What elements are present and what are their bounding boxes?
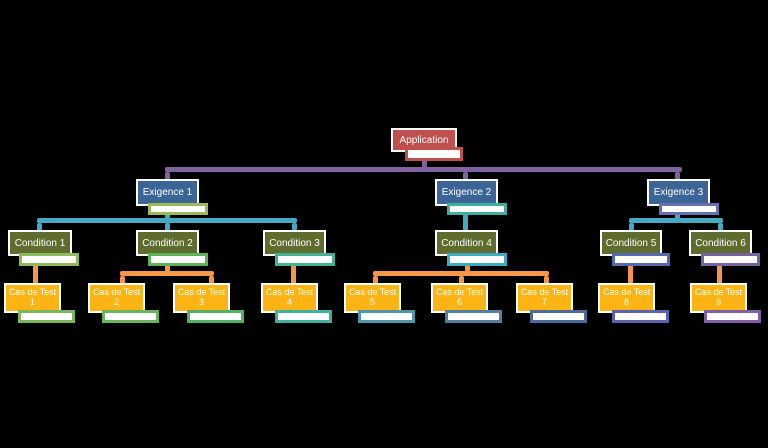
application-children-connector [422, 159, 427, 168]
node-cas-de-test-6-label: Cas de Test [435, 287, 484, 298]
condition-children-connector [459, 276, 464, 284]
application-children-connector [165, 172, 170, 180]
node-exigence-3-label: Exigence 3 [653, 187, 704, 198]
condition-children-connector [465, 264, 470, 272]
node-cas-de-test-9-number: 9 [715, 297, 721, 307]
condition-children-connector [544, 276, 549, 284]
node-cas-de-test-6-subbar [445, 310, 502, 323]
node-cas-de-test-9-label: Cas de Test [694, 287, 743, 298]
node-application-subbar [405, 147, 463, 161]
node-cas-de-test-1-label: Cas de Test [8, 287, 57, 298]
node-cas-de-test-4-number: 4 [286, 297, 292, 307]
exigence-children-connector [292, 223, 297, 231]
node-condition-3-subbar [275, 253, 335, 266]
node-cas-de-test-3-number: 3 [198, 297, 204, 307]
node-exigence-2-label: Exigence 2 [441, 187, 492, 198]
condition-children-connector [717, 264, 722, 284]
node-condition-4-subbar [447, 253, 507, 266]
application-children-connector [675, 172, 680, 180]
node-cas-de-test-1-subbar [18, 310, 75, 323]
node-cas-de-test-2-label: Cas de Test [92, 287, 141, 298]
node-exigence-1-subbar [148, 203, 208, 215]
node-cas-de-test-3-subbar [187, 310, 244, 323]
node-cas-de-test-8-label: Cas de Test [602, 287, 651, 298]
node-cas-de-test-4-subbar [275, 310, 332, 323]
node-condition-6-subbar [701, 253, 760, 266]
node-condition-6-label: Condition 6 [695, 237, 746, 249]
condition-children-connector [33, 264, 38, 284]
condition-children-connector [628, 264, 633, 284]
condition-children-connector [120, 271, 214, 276]
node-condition-1-label: Condition 1 [14, 237, 66, 249]
node-condition-1-box[interactable]: Condition 1 [8, 230, 72, 256]
node-cas-de-test-7-label: Cas de Test [520, 287, 569, 298]
node-application-label: Application [399, 134, 449, 146]
node-cas-de-test-5-subbar [358, 310, 415, 323]
node-condition-3-label: Condition 3 [269, 237, 320, 249]
exigence-children-connector [165, 223, 170, 231]
node-cas-de-test-7-number: 7 [541, 297, 547, 307]
node-cas-de-test-6-number: 6 [456, 297, 462, 307]
condition-children-connector [120, 276, 125, 284]
exigence-children-connector [718, 223, 723, 231]
node-exigence-3-subbar [659, 203, 719, 215]
exigence-children-connector [675, 212, 680, 219]
node-condition-2-label: Condition 2 [142, 237, 193, 249]
node-cas-de-test-1-number: 1 [29, 297, 35, 307]
node-condition-2-box[interactable]: Condition 2 [136, 230, 199, 256]
condition-children-connector [373, 276, 378, 284]
node-cas-de-test-5-number: 5 [369, 297, 375, 307]
exigence-children-connector [165, 212, 170, 219]
exigence-children-connector [629, 218, 723, 223]
node-cas-de-test-2-number: 2 [113, 297, 119, 307]
exigence-children-connector [37, 223, 42, 231]
condition-children-connector [291, 264, 296, 284]
node-condition-2-subbar [148, 253, 208, 266]
condition-children-connector [373, 271, 549, 276]
node-exigence-2-box[interactable]: Exigence 2 [435, 179, 498, 206]
node-cas-de-test-7-subbar [530, 310, 587, 323]
node-cas-de-test-9-subbar [704, 310, 761, 323]
node-exigence-1-box[interactable]: Exigence 1 [136, 179, 199, 206]
condition-children-connector [165, 264, 170, 272]
node-condition-5-label: Condition 5 [605, 237, 657, 249]
application-children-connector [463, 172, 468, 180]
node-exigence-2-subbar [447, 203, 507, 215]
node-cas-de-test-5-label: Cas de Test [348, 287, 397, 298]
exigence-children-connector [37, 218, 297, 223]
node-cas-de-test-8-number: 8 [623, 297, 629, 307]
node-condition-5-subbar [612, 253, 670, 266]
node-cas-de-test-2-subbar [102, 310, 159, 323]
exigence-children-connector [629, 223, 634, 231]
node-cas-de-test-4-label: Cas de Test [265, 287, 314, 298]
application-children-connector [165, 167, 682, 172]
exigence-children-connector [463, 212, 468, 231]
node-exigence-3-box[interactable]: Exigence 3 [647, 179, 710, 206]
node-condition-1-subbar [19, 253, 79, 266]
node-condition-4-box[interactable]: Condition 4 [435, 230, 498, 256]
node-condition-4-label: Condition 4 [441, 237, 492, 249]
condition-children-connector [209, 276, 214, 284]
node-cas-de-test-3-label: Cas de Test [177, 287, 226, 298]
node-exigence-1-label: Exigence 1 [142, 187, 193, 198]
node-cas-de-test-8-subbar [612, 310, 669, 323]
